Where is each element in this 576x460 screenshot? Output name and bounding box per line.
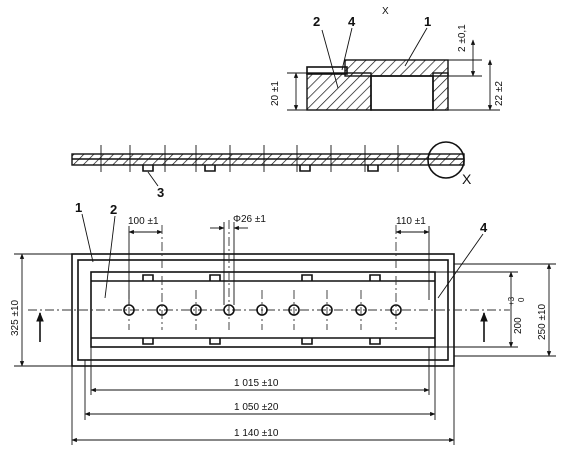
view-label-x-side: X xyxy=(462,171,472,187)
view-label-x-top: X xyxy=(382,6,389,17)
callout-2-plan: 2 xyxy=(110,202,117,217)
section-detail: X 2 4 1 2 ±0,1 20 ±1 22 ±2 xyxy=(270,6,505,111)
side-view: 3 X xyxy=(71,141,472,200)
dim-len-1050: 1 050 ±20 xyxy=(234,402,279,413)
callout-1-plan: 1 xyxy=(75,200,82,215)
section-body-left xyxy=(306,72,372,111)
dim-pitch-right: 110 ±1 xyxy=(396,216,426,227)
dim-outer-height: 325 ±10 xyxy=(10,299,21,336)
callout-2-section: 2 xyxy=(313,14,320,29)
dim-left-height: 20 ±1 xyxy=(270,81,281,106)
dim-len-1140: 1 140 ±10 xyxy=(234,428,279,439)
dim-right-height: 22 ±2 xyxy=(494,81,505,106)
dim-len-1015: 1 015 ±10 xyxy=(234,378,279,389)
callout-4-plan: 4 xyxy=(480,220,488,235)
callout-3: 3 xyxy=(157,185,164,200)
callout-4-section: 4 xyxy=(348,14,356,29)
dim-frame-height: 250 ±10 xyxy=(537,303,548,340)
section-hollow xyxy=(370,75,434,111)
dim-hole-dia: Φ26 ±1 xyxy=(233,214,266,225)
detail-x-circle xyxy=(427,141,465,179)
section-body-right xyxy=(432,72,449,111)
dim-inner-tol-upper: +3 xyxy=(507,296,516,306)
inner-plate xyxy=(90,271,436,348)
section-seal-strip xyxy=(306,66,348,75)
plan-view: 100 ±1 Φ26 ±1 110 ±1 325 ±10 200 +3 0 25… xyxy=(10,200,556,445)
dim-inner-tol-lower: 0 xyxy=(517,297,526,302)
dim-top-gap: 2 ±0,1 xyxy=(457,24,468,52)
dim-pitch-left: 100 ±1 xyxy=(128,216,159,227)
dim-inner-height: 200 xyxy=(513,317,524,334)
callout-1-section: 1 xyxy=(424,14,431,29)
